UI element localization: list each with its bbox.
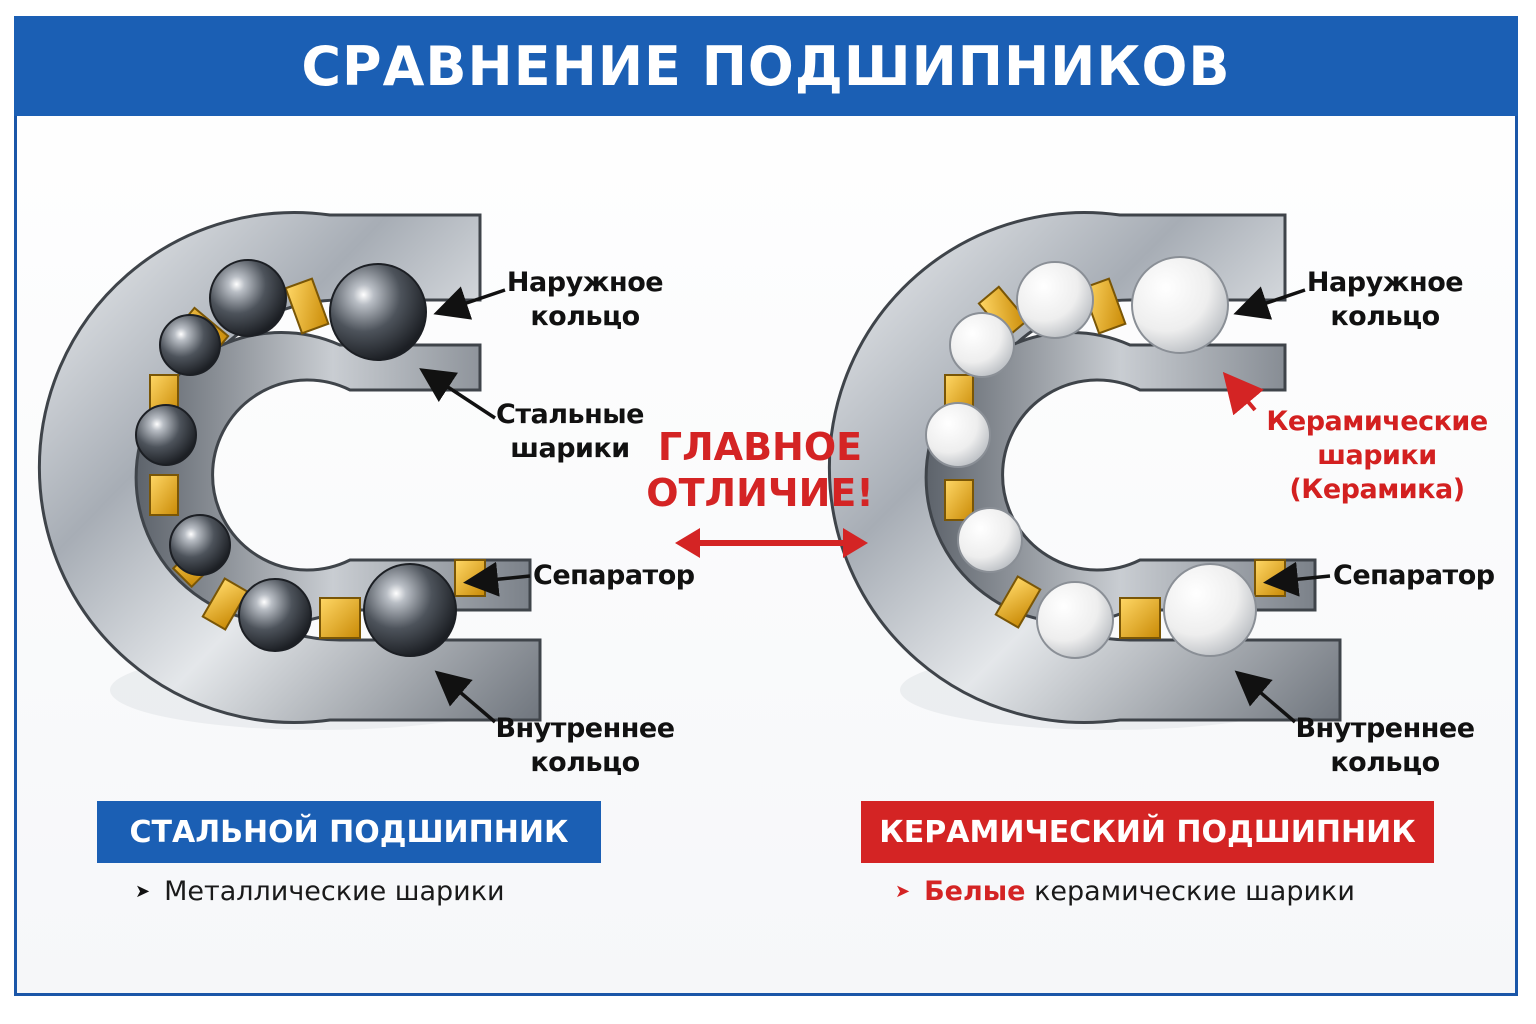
leader-outer-ring-right xyxy=(1233,286,1306,320)
title-banner: СРАВНЕНИЕ ПОДШИПНИКОВ xyxy=(14,16,1518,116)
double-arrow-icon xyxy=(675,528,868,558)
leader-balls-left xyxy=(419,368,496,420)
steel-bearing-caption: СТАЛЬНОЙ ПОДШИПНИК xyxy=(97,801,601,863)
ceramic-bearing-caption: КЕРАМИЧЕСКИЙ ПОДШИПНИК xyxy=(861,801,1434,863)
label-cage-left: Сепаратор xyxy=(533,560,695,591)
bullet-arrow-icon: ➤ xyxy=(895,881,911,902)
steel-bearing-illustration xyxy=(37,211,542,730)
bullet-arrow-icon: ➤ xyxy=(135,881,151,902)
ceramic-balls xyxy=(925,256,1257,659)
steel-balls xyxy=(135,259,457,657)
leader-cage-right xyxy=(1263,561,1331,597)
leader-inner-ring-left xyxy=(434,670,497,724)
steel-note-text: Металлические шарики xyxy=(164,876,505,907)
steel-note: ➤ Металлические шарики xyxy=(135,876,505,907)
ceramic-note-text: керамические шарики xyxy=(1034,876,1355,907)
page-title: СРАВНЕНИЕ ПОДШИПНИКОВ xyxy=(301,34,1231,98)
leader-outer-ring-left xyxy=(433,286,506,320)
leader-cage-left xyxy=(463,561,531,597)
label-cage-right: Сепаратор xyxy=(1333,560,1495,591)
leader-balls-right xyxy=(1222,371,1264,416)
ceramic-note-highlight: Белые xyxy=(924,876,1026,907)
ceramic-bearing-illustration xyxy=(827,211,1342,730)
ceramic-note: ➤ Белые керамические шарики xyxy=(895,876,1355,907)
leader-inner-ring-right xyxy=(1234,670,1297,724)
